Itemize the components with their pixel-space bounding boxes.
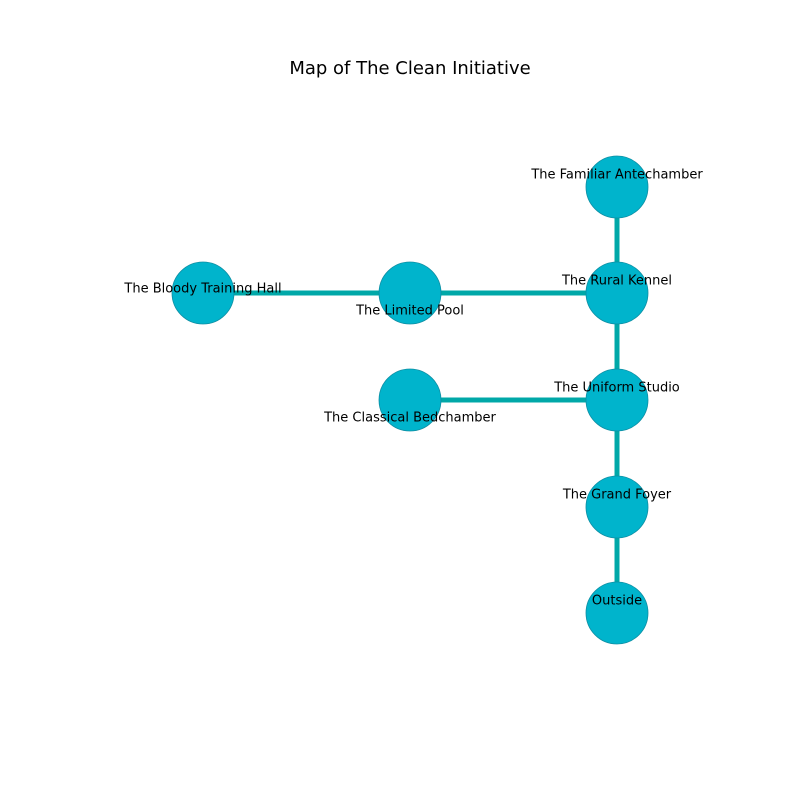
room-label-grand-foyer: The Grand Foyer: [562, 488, 672, 503]
room-label-rural-kennel: The Rural Kennel: [561, 274, 672, 289]
room-label-bloody-training-hall: The Bloody Training Hall: [123, 282, 281, 297]
room-node-rural-kennel: [585, 261, 649, 325]
room-node-outside: [585, 581, 649, 645]
room-label-classical-bedchamber: The Classical Bedchamber: [323, 411, 496, 426]
rooms: [171, 155, 649, 645]
room-label-uniform-studio: The Uniform Studio: [553, 381, 680, 396]
room-node-uniform-studio: [585, 368, 649, 432]
room-node-limited-pool: [378, 261, 442, 325]
map-title: Map of The Clean Initiative: [289, 58, 530, 79]
room-node-classical-bedchamber: [378, 368, 442, 432]
room-label-familiar-antechamber: The Familiar Antechamber: [530, 168, 703, 183]
room-label-outside: Outside: [592, 594, 642, 609]
room-node-grand-foyer: [585, 475, 649, 539]
room-node-bloody-training-hall: [171, 261, 235, 325]
room-label-limited-pool: The Limited Pool: [355, 304, 464, 319]
room-node-familiar-antechamber: [585, 155, 649, 219]
